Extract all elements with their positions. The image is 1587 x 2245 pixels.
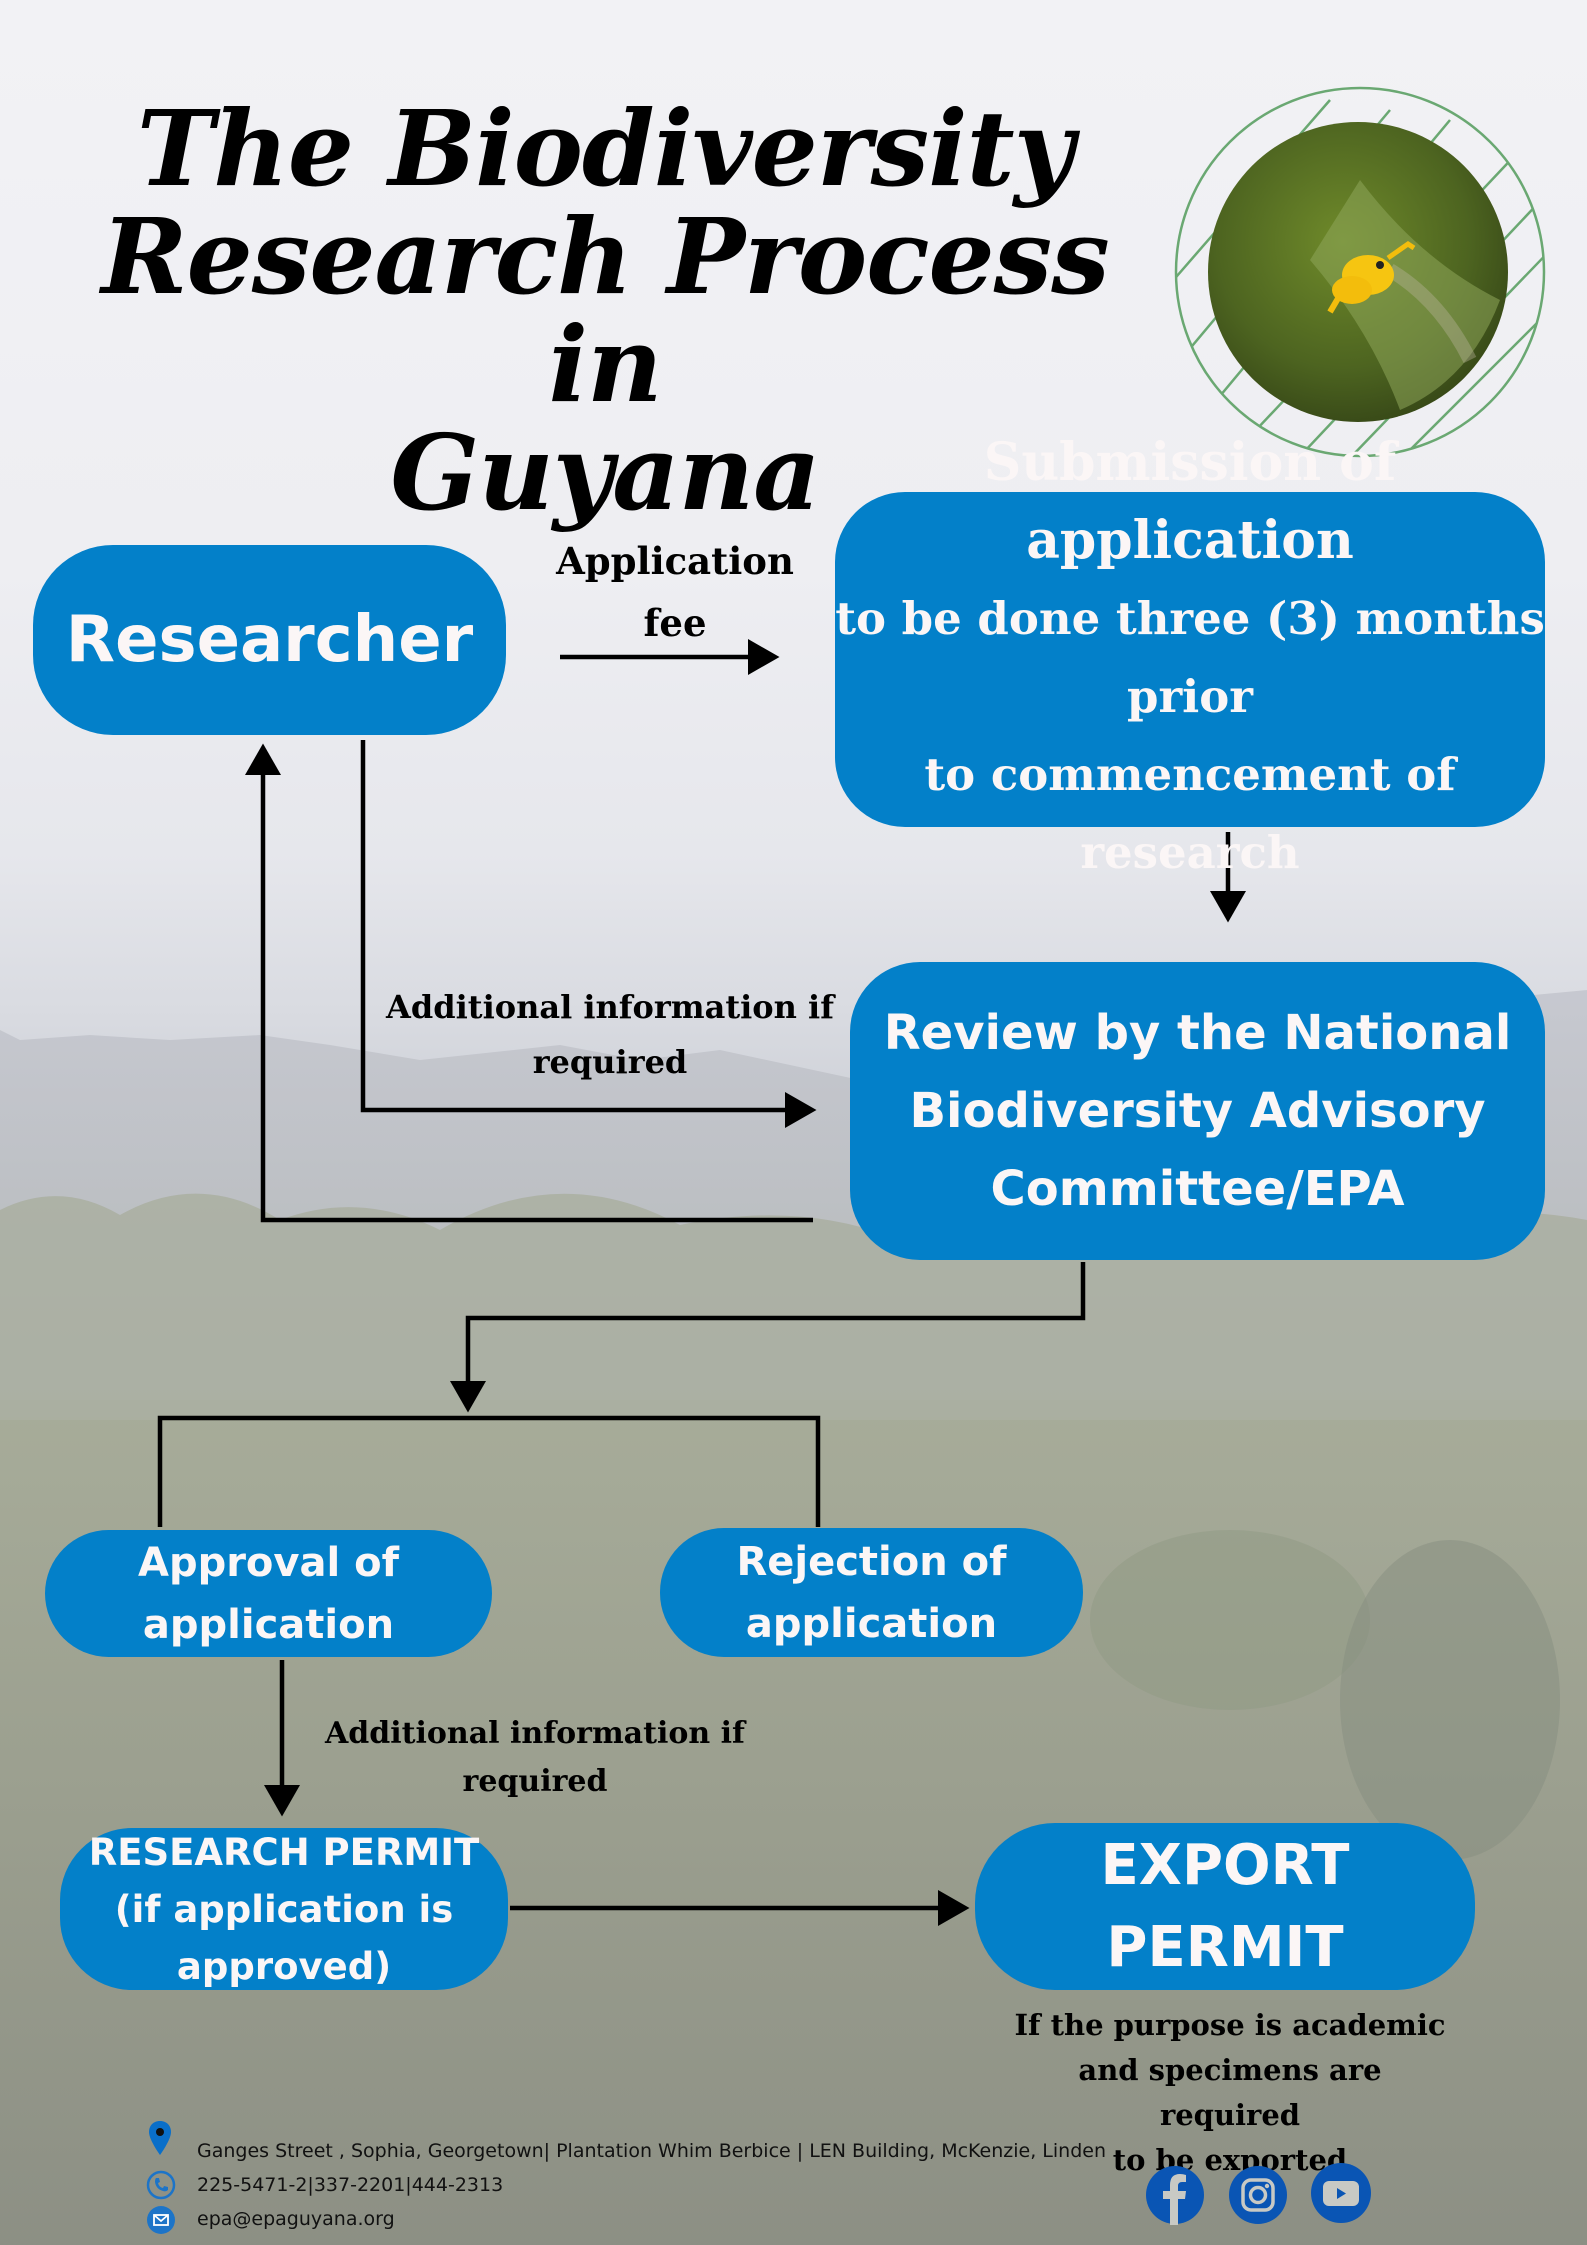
- label-export-note: If the purpose is academic and specimens…: [1010, 2003, 1450, 2183]
- label-export-note-line-3: to be exported: [1112, 2143, 1348, 2177]
- node-review[interactable]: Review by the National Biodiversity Advi…: [850, 962, 1545, 1260]
- title-line-2: Research Process in: [101, 195, 1110, 426]
- node-approval-line-1: Approval of: [137, 1539, 399, 1586]
- node-review-line-1: Review by the National: [883, 1005, 1512, 1061]
- footer-phone[interactable]: 225-5471-2|337-2201|444-2313: [197, 2174, 504, 2196]
- node-submission-line-4: to commencement of research: [924, 747, 1456, 879]
- label-application-fee: Application fee: [545, 530, 805, 654]
- phone-icon[interactable]: [146, 2170, 176, 2200]
- node-rejection-line-2: application: [745, 1600, 998, 1647]
- node-research-permit[interactable]: RESEARCH PERMIT (if application is appro…: [60, 1828, 508, 1990]
- node-approval-line-2: application: [142, 1601, 395, 1648]
- footer-address: Ganges Street , Sophia, Georgetown| Plan…: [197, 2140, 1106, 2162]
- leaf-shape: [1090, 1530, 1370, 1710]
- label-additional-info-2-line-2: required: [462, 1764, 608, 1799]
- node-submission-line-2: to be done three (3) months: [835, 591, 1545, 645]
- node-researcher-label: Researcher: [65, 603, 474, 677]
- label-application-fee-line-1: Application: [556, 539, 794, 583]
- node-researcher[interactable]: Researcher: [33, 545, 506, 735]
- label-additional-info-1-line-2: required: [532, 1043, 688, 1081]
- label-additional-info-2-line-1: Additional information if: [325, 1716, 745, 1751]
- label-application-fee-line-2: fee: [643, 601, 707, 645]
- page-title: The Biodiversity Research Process in Guy…: [60, 95, 1150, 527]
- node-review-line-3: Committee/EPA: [990, 1161, 1405, 1217]
- node-rejection[interactable]: Rejection of application: [660, 1528, 1083, 1657]
- node-review-line-2: Biodiversity Advisory: [909, 1083, 1486, 1139]
- node-research-permit-line-1: RESEARCH PERMIT: [88, 1830, 480, 1874]
- label-additional-info-1: Additional information if required: [380, 980, 840, 1090]
- node-rejection-line-1: Rejection of: [736, 1538, 1007, 1585]
- location-pin-icon: [149, 2121, 171, 2155]
- node-export-permit-line-2: PERMIT: [1106, 1914, 1344, 1980]
- leaf-shape: [1340, 1540, 1560, 1860]
- node-research-permit-line-3: approved): [176, 1944, 392, 1988]
- node-export-permit[interactable]: EXPORT PERMIT: [975, 1823, 1475, 1990]
- label-additional-info-2: Additional information if required: [315, 1710, 755, 1806]
- node-export-permit-line-1: EXPORT: [1100, 1832, 1350, 1898]
- facebook-icon[interactable]: [1145, 2165, 1205, 2225]
- title-line-1: The Biodiversity: [136, 87, 1074, 210]
- node-submission-line-3: prior: [1127, 669, 1253, 723]
- title-line-3: Guyana: [390, 411, 820, 534]
- label-export-note-line-1: If the purpose is academic: [1014, 2008, 1446, 2042]
- node-submission[interactable]: Submission of application to be done thr…: [835, 432, 1545, 879]
- label-additional-info-1-line-1: Additional information if: [386, 988, 834, 1026]
- label-export-note-line-2: and specimens are required: [1078, 2053, 1382, 2132]
- email-icon[interactable]: [146, 2205, 176, 2235]
- youtube-icon[interactable]: [1310, 2162, 1372, 2224]
- node-submission-line-1: Submission of application: [983, 431, 1397, 571]
- node-approval[interactable]: Approval of application: [45, 1530, 492, 1657]
- node-research-permit-line-2: (if application is: [114, 1887, 454, 1931]
- instagram-icon[interactable]: [1228, 2165, 1288, 2225]
- footer-email[interactable]: epa@epaguyana.org: [197, 2208, 395, 2230]
